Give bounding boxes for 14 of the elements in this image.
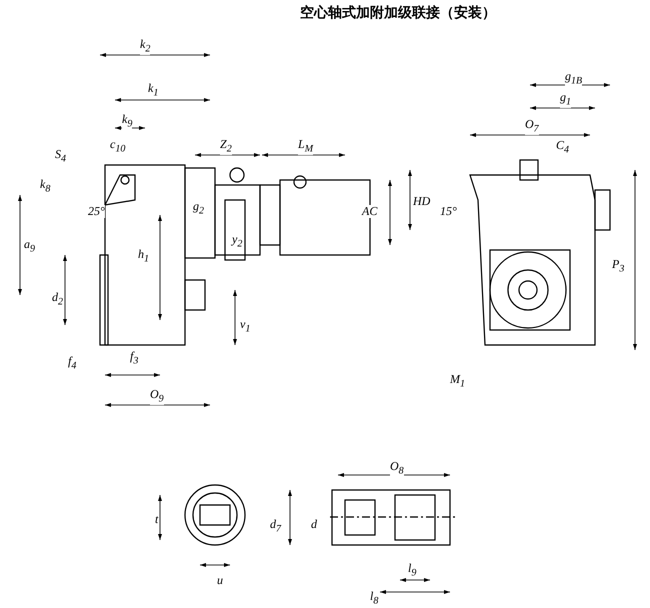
- dimension-label: d: [311, 518, 317, 531]
- dimension-label: AC: [362, 205, 378, 218]
- dimension-label: O$_{9}$: [150, 388, 164, 406]
- dimension-label: k$_{2}$: [140, 38, 150, 56]
- dimension-label: 15°: [440, 205, 457, 218]
- dimension-label: L$_{M}$: [298, 138, 314, 156]
- dimension-label: O$_{8}$: [390, 460, 404, 478]
- dimension-label: Z$_{2}$: [220, 138, 232, 156]
- drawing-title: 空心轴式加附加级联接（安装）: [300, 4, 496, 22]
- dimension-label: O$_{7}$: [525, 118, 539, 136]
- dimension-label: k$_{9}$: [122, 113, 132, 130]
- dimension-label: HD: [413, 195, 430, 208]
- dimension-label: 25°: [88, 205, 105, 218]
- dimension-label: t: [155, 513, 158, 526]
